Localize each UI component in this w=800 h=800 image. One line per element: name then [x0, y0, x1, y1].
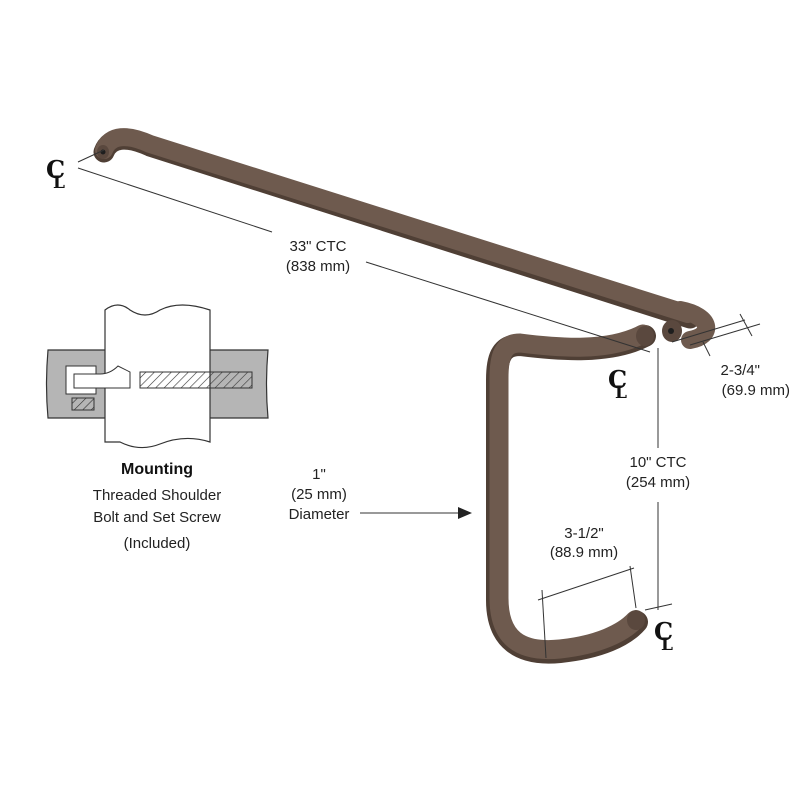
diameter-imperial-label: 1"	[312, 466, 326, 483]
diameter-arrowhead	[458, 507, 472, 519]
projection-metric-label: (88.9 mm)	[550, 544, 618, 561]
towel-bar-elbow-right	[671, 301, 715, 349]
length-metric-label: (838 mm)	[286, 258, 350, 275]
pull-handle-end-top	[636, 326, 654, 346]
pull-handle-body	[489, 324, 653, 660]
mounting-line-1: Threaded Shoulder	[93, 487, 221, 504]
towel-bar-mount-hole-right	[668, 328, 674, 334]
centerline-symbol-bottom: C L	[654, 617, 673, 655]
svg-text:L: L	[615, 383, 627, 403]
towel-bar	[93, 128, 715, 349]
offset-imperial-label: 2-3/4"	[720, 362, 760, 379]
svg-text:L: L	[53, 173, 65, 193]
dimension-lines	[77, 149, 761, 659]
offset-metric-label: (69.9 mm)	[722, 382, 790, 399]
towel-bar-body	[95, 128, 697, 323]
svg-text:L: L	[661, 635, 673, 655]
pull-handle-end-bottom	[627, 610, 645, 630]
svg-text:C: C	[654, 617, 673, 646]
diameter-label: Diameter	[289, 506, 350, 523]
mounting-title: Mounting	[121, 461, 193, 478]
diameter-metric-label: (25 mm)	[291, 486, 347, 503]
centerline-symbol-left: C L	[46, 155, 65, 193]
height-metric-label: (254 mm)	[626, 474, 690, 491]
centerline-symbol-middle: C L	[608, 365, 627, 403]
svg-text:C: C	[46, 155, 65, 184]
pull-handle	[486, 324, 656, 664]
mounting-bolt-shoulder	[73, 365, 131, 389]
svg-text:C: C	[608, 365, 627, 394]
height-imperial-label: 10" CTC	[629, 454, 686, 471]
mounting-threaded-shaft	[139, 371, 253, 389]
mounting-detail	[45, 304, 269, 449]
mounting-line-2: Bolt and Set Screw	[93, 509, 221, 526]
mounting-line-3: (Included)	[124, 535, 191, 552]
length-imperial-label: 33" CTC	[289, 238, 346, 255]
projection-imperial-label: 3-1/2"	[564, 525, 604, 542]
mounting-set-screw	[71, 397, 95, 411]
